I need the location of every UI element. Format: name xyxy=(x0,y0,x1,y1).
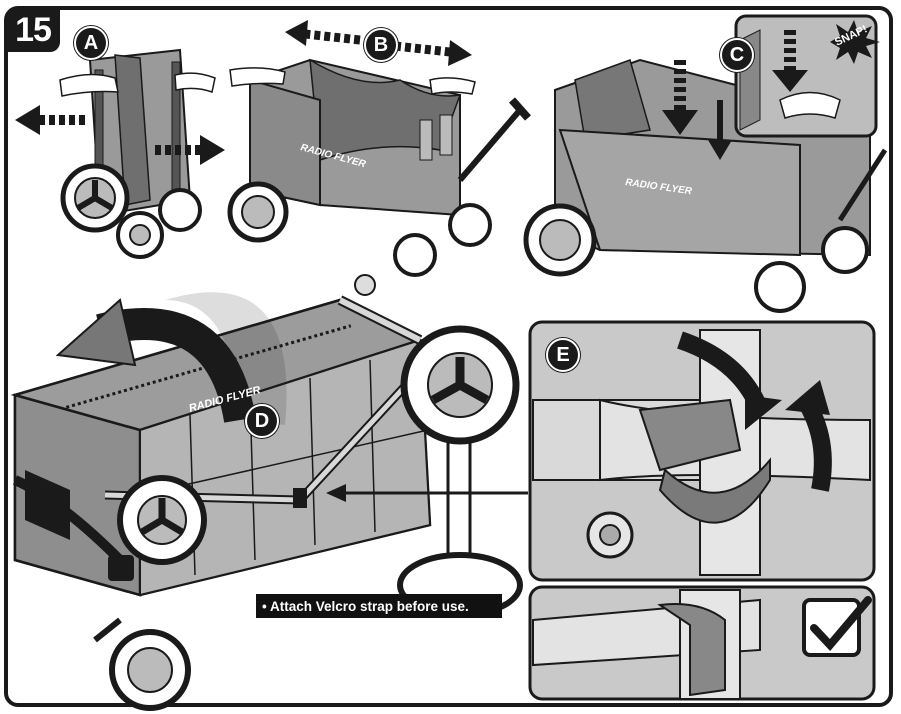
zoom-panel-e xyxy=(528,320,876,582)
callout-e: E xyxy=(546,338,580,372)
step-d-wagon-illustration xyxy=(10,274,528,711)
callout-d: D xyxy=(245,404,279,438)
callout-b: B xyxy=(364,28,398,62)
check-mark-icon xyxy=(802,598,861,657)
velcro-note: • Attach Velcro strap before use. xyxy=(256,594,502,618)
zoom-panel-check xyxy=(528,585,876,701)
callout-e-label: E xyxy=(556,343,570,366)
callout-c: C xyxy=(720,38,754,72)
callout-a: A xyxy=(74,26,108,60)
step-a-wagon-illustration xyxy=(15,48,225,259)
callout-b-label: B xyxy=(373,33,389,56)
callout-a-label: A xyxy=(83,31,99,54)
step-b-wagon-illustration xyxy=(227,20,531,277)
callout-c-label: C xyxy=(729,43,745,66)
step-number: 15 xyxy=(15,10,52,49)
step-number-badge: 15 xyxy=(6,8,60,52)
callout-d-label: D xyxy=(254,409,270,432)
snap-burst-icon xyxy=(830,20,880,64)
